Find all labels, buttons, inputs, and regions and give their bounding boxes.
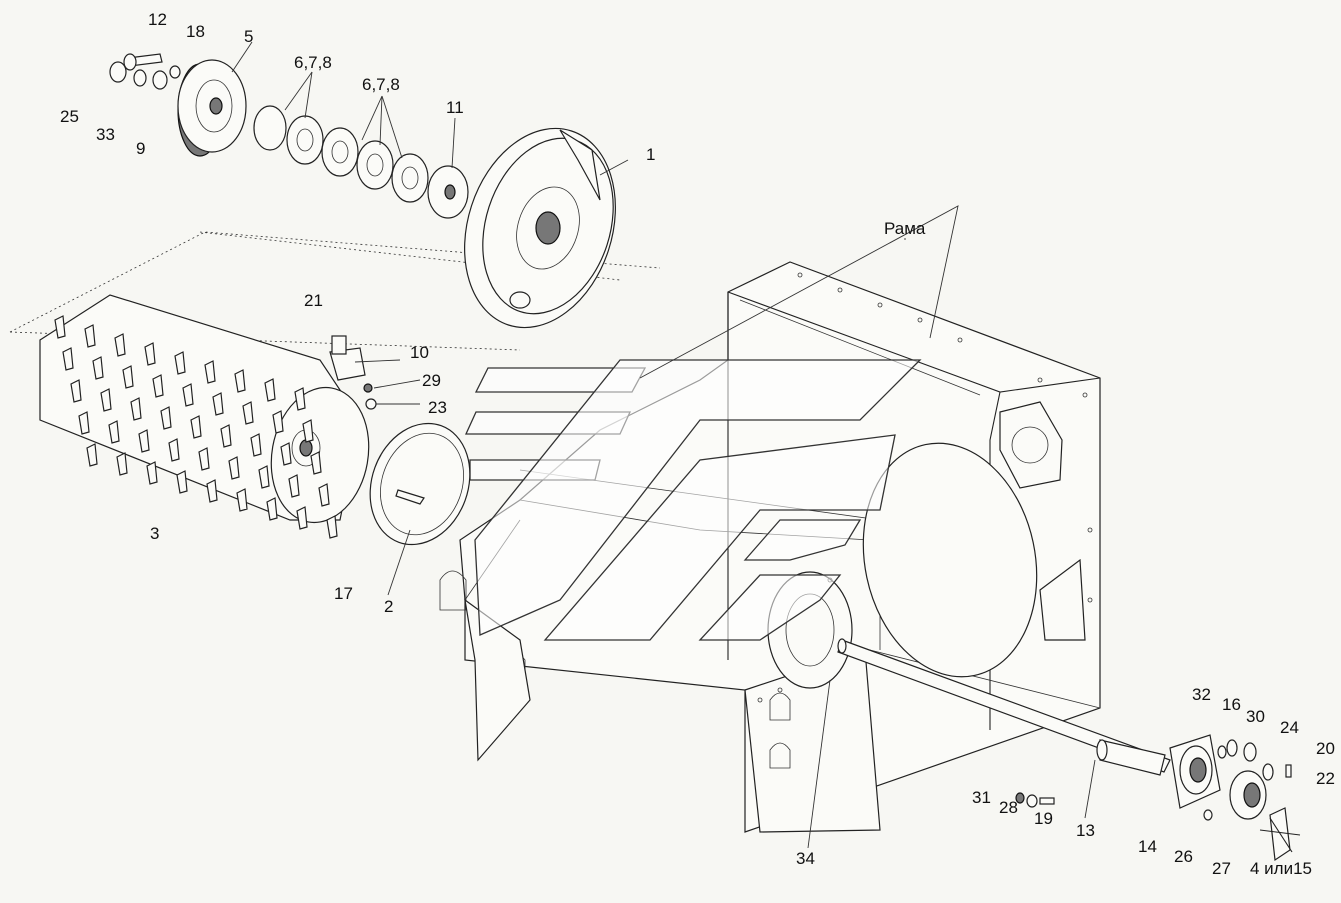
drum-tooth — [62, 347, 74, 371]
drum-tooth — [228, 456, 240, 480]
drum-tooth — [204, 360, 216, 384]
drum-tooth — [302, 419, 314, 443]
label-21: 21 — [304, 291, 323, 310]
drum-tooth — [288, 474, 300, 498]
label-23: 23 — [428, 398, 447, 417]
drum-tooth — [310, 451, 322, 475]
label-11: 11 — [446, 98, 464, 117]
drum-tooth — [108, 420, 120, 444]
leader-lines — [231, 41, 1096, 849]
label-24: 24 — [1280, 718, 1299, 737]
label-18: 18 — [186, 22, 205, 41]
label-16: 16 — [1222, 695, 1241, 714]
drum-tooth — [130, 397, 142, 421]
label-27: 27 — [1212, 859, 1231, 878]
drum-tooth — [176, 470, 188, 494]
drum-tooth — [144, 342, 156, 366]
part-2-ring — [369, 422, 471, 546]
label-3: 3 — [150, 524, 159, 543]
drum-tooth — [78, 411, 90, 435]
logo-watermark — [464, 359, 922, 641]
drum-tooth — [250, 433, 262, 457]
label-2: 2 — [384, 597, 393, 616]
drum-tooth — [116, 452, 128, 476]
drum-tooth — [182, 383, 194, 407]
label-34: 34 — [796, 849, 815, 868]
drum-tooth — [206, 479, 218, 503]
drum-tooth — [242, 401, 254, 425]
label-5: 5 — [244, 27, 253, 46]
drum-tooth — [174, 351, 186, 375]
label-30: 30 — [1246, 707, 1265, 726]
label-19: 19 — [1034, 809, 1053, 828]
part-13-shaft — [837, 638, 1171, 776]
label-31: 31 — [972, 788, 991, 807]
part-labels: 12 18 5 6,7,8 6,7,8 11 25 33 9 1 Рама 21… — [60, 10, 1335, 878]
label-678-b: 6,7,8 — [362, 75, 400, 94]
drum-tooth — [122, 365, 134, 389]
drum-tooth — [280, 442, 292, 466]
label-25: 25 — [60, 107, 79, 126]
part-11-hub — [427, 165, 469, 219]
drum-tooth — [264, 378, 276, 402]
drum-tooth — [326, 515, 338, 539]
drum-tooth — [234, 369, 246, 393]
drum-tooth — [70, 379, 82, 403]
drum-tooth — [114, 333, 126, 357]
part-3-drum — [39, 294, 370, 539]
drum-tooth — [146, 461, 158, 485]
drum-tooth — [266, 497, 278, 521]
frame-leader — [639, 205, 959, 379]
label-1: 1 — [646, 145, 655, 164]
drum-tooth — [190, 415, 202, 439]
drum-tooth — [198, 447, 210, 471]
label-26: 26 — [1174, 847, 1193, 866]
part-1-cover — [464, 127, 616, 329]
drum-tooth — [54, 315, 66, 339]
drum-tooth — [160, 406, 172, 430]
drum-tooth — [84, 324, 96, 348]
label-28: 28 — [999, 798, 1018, 817]
drum-tooth — [294, 387, 306, 411]
part-5-pulley — [177, 59, 247, 157]
drum-tooth — [168, 438, 180, 462]
bearing-assembly — [1169, 734, 1301, 862]
label-22: 22 — [1316, 769, 1335, 788]
label-12: 12 — [148, 10, 167, 29]
drum-tooth — [236, 488, 248, 512]
label-20: 20 — [1316, 739, 1335, 758]
drum-tooth — [152, 374, 164, 398]
label-13: 13 — [1076, 821, 1095, 840]
drum-tooth — [86, 443, 98, 467]
drum-tooth — [272, 410, 284, 434]
label-14: 14 — [1138, 837, 1157, 856]
small-hardware-bottom — [1015, 792, 1055, 808]
drum-tooth — [212, 392, 224, 416]
small-hardware-top — [109, 53, 181, 90]
label-4-or-15: 4 или15 — [1250, 859, 1312, 878]
label-32: 32 — [1192, 685, 1211, 704]
parts-6-7-8-plates — [253, 105, 429, 203]
label-9: 9 — [136, 139, 145, 158]
drum-tooth — [100, 388, 112, 412]
drum-tooth — [296, 506, 308, 530]
drum-tooth — [258, 465, 270, 489]
label-10: 10 — [410, 343, 429, 362]
part-10-bracket — [329, 335, 377, 410]
label-678-a: 6,7,8 — [294, 53, 332, 72]
label-33: 33 — [96, 125, 115, 144]
drum-tooth — [138, 429, 150, 453]
drum-tooth — [92, 356, 104, 380]
label-29: 29 — [422, 371, 441, 390]
drum-tooth — [318, 483, 330, 507]
label-frame: Рама — [884, 219, 926, 238]
label-17: 17 — [334, 584, 353, 603]
drum-tooth — [220, 424, 232, 448]
